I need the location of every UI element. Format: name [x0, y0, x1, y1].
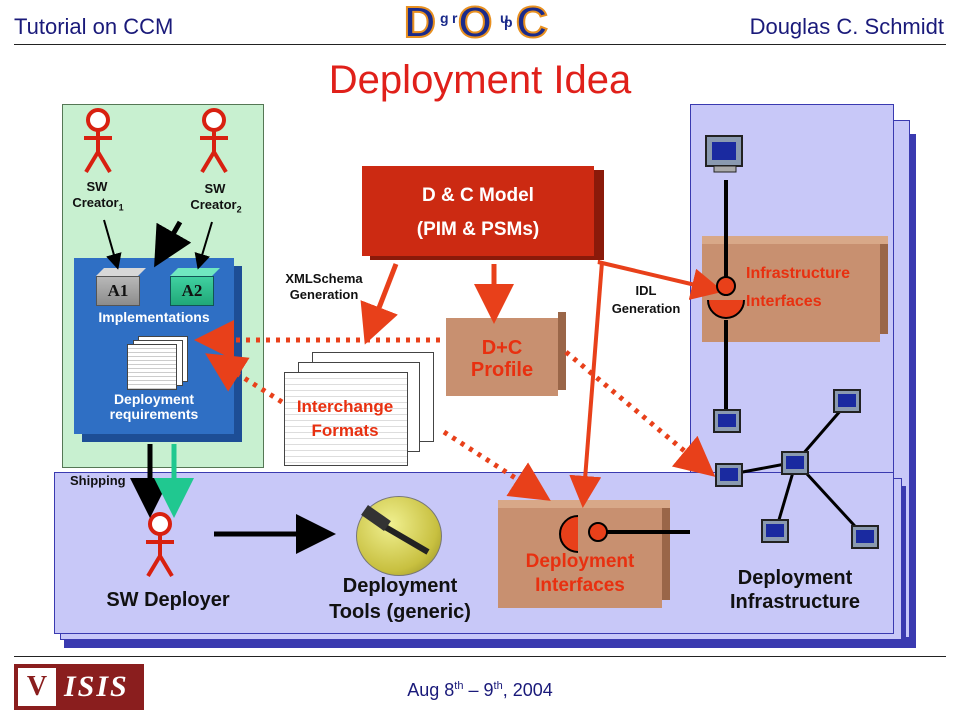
dc-profile-line2: Profile: [470, 359, 534, 381]
header-left-text: Tutorial on CCM: [14, 14, 174, 39]
infra-interfaces-line1: Infrastructure: [746, 265, 851, 282]
deployment-requirements-label: Deployment requirements: [109, 391, 199, 422]
interchange-line2: Formats: [311, 421, 379, 440]
sw-creator-1-line1: SW: [86, 179, 108, 194]
header-right-text: Douglas C. Schmidt: [749, 14, 944, 39]
dc-model-box: [362, 166, 594, 256]
req-doc-page-1: [127, 344, 177, 390]
deploy-interfaces-top: [498, 500, 670, 508]
deploy-interfaces-box: [498, 508, 662, 608]
interchange-line1: Interchange: [296, 397, 394, 416]
doc-logo: D O C g r u p: [403, 0, 549, 48]
component-a2-top: [170, 268, 220, 276]
dc-profile-box: [446, 318, 558, 396]
page-title: Deployment Idea: [328, 58, 632, 102]
interchange-page-1: [284, 372, 408, 466]
component-a1: A1: [96, 276, 140, 306]
deployment-infra-line2: Infrastructure: [729, 591, 861, 613]
deploy-panel: [54, 472, 894, 634]
shipping-label: Shipping: [70, 473, 126, 488]
infra-interfaces-side: [880, 236, 888, 334]
dc-model-line1: D & C Model: [422, 185, 534, 206]
infra-interfaces-line2: Interfaces: [746, 293, 822, 310]
deployment-tools-line2: Tools (generic): [329, 601, 471, 623]
dc-profile-line1: D+C: [481, 337, 523, 359]
dc-model-line2: (PIM & PSMs): [416, 219, 540, 240]
deployment-infra-line1: Deployment: [737, 567, 853, 589]
component-a2: A2: [170, 276, 214, 306]
xmlschema-line2: Generation: [289, 287, 359, 302]
deploy-interfaces-line1: Deployment: [525, 551, 635, 572]
deploy-interfaces-line2: Interfaces: [535, 575, 625, 596]
dc-profile-side: [558, 312, 566, 390]
idl-line2: Generation: [611, 301, 681, 316]
footer-date: Aug 8th – 9th, 2004: [407, 680, 553, 700]
vanderbilt-v-icon: V: [18, 668, 56, 706]
deployment-tools-disc: [356, 496, 442, 576]
sw-creator-2-line2: Creator2: [190, 197, 242, 215]
implementations-label: Implementations: [98, 309, 210, 325]
footer-rule: [14, 656, 946, 657]
sw-deployer-label: SW Deployer: [106, 589, 230, 611]
isis-logo: V ISIS: [14, 664, 144, 710]
xmlschema-line1: XMLSchema: [285, 271, 363, 286]
component-a1-top: [96, 268, 146, 276]
header-rule: [14, 44, 946, 45]
infra-interfaces-top: [702, 236, 888, 244]
deploy-interfaces-side: [662, 500, 670, 600]
idl-line1: IDL: [635, 283, 657, 298]
sw-creator-1-line2: Creator1: [72, 195, 124, 213]
sw-creator-2-line1: SW: [204, 181, 226, 196]
deployment-tools-line1: Deployment: [342, 575, 458, 597]
